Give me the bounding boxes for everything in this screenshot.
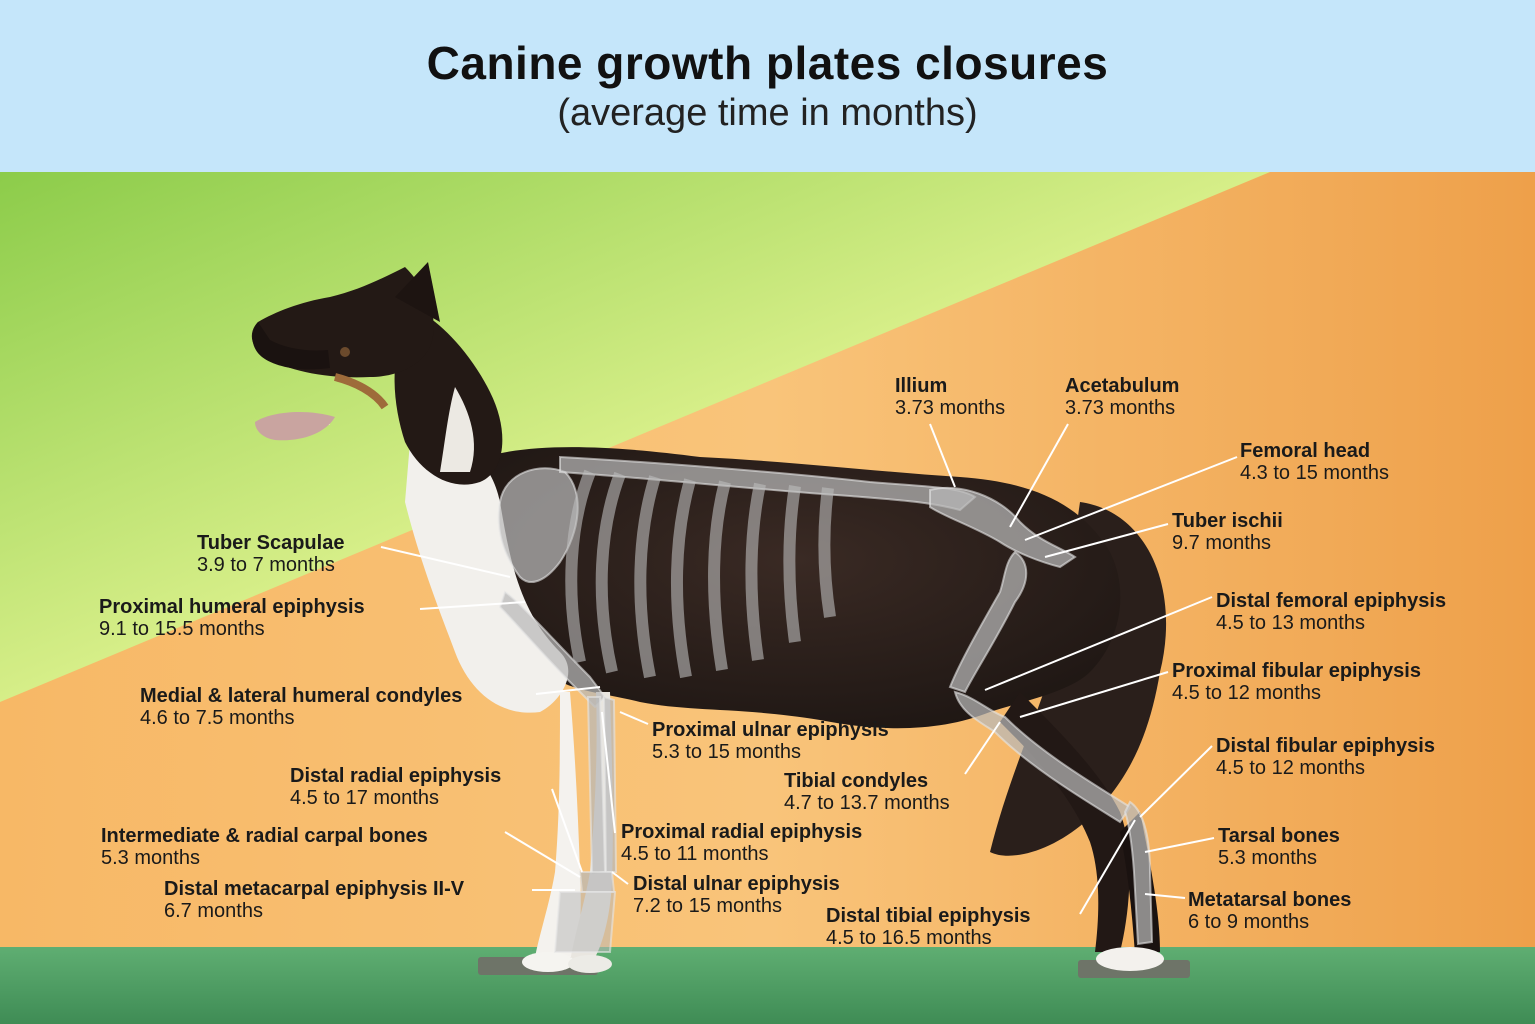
leader-proximal-ulnar-epiphysis (619, 711, 649, 725)
leader-distal-ulnar-epiphysis (611, 871, 629, 885)
leader-acetabulum (1009, 423, 1069, 528)
dog-skeleton-illustration (0, 172, 1535, 1024)
leader-tuber-ischii (1044, 523, 1169, 558)
header-banner: Canine growth plates closures (average t… (0, 0, 1535, 172)
leader-proximal-fibular-epiphysis (1019, 671, 1169, 718)
floor (0, 947, 1535, 1024)
page-subtitle: (average time in months) (557, 92, 978, 134)
leader-distal-radial-epiphysis (551, 788, 583, 873)
leader-proximal-humeral-epiphysis (419, 601, 526, 610)
leader-carpal-bones (504, 831, 581, 878)
leader-distal-femoral-epiphysis (984, 596, 1213, 691)
leader-tarsal-bones (1144, 837, 1215, 853)
leader-distal-fibular-epiphysis (1139, 745, 1213, 818)
leader-femoral-head (1024, 456, 1238, 541)
leader-tuber-scapulae (380, 546, 511, 578)
leader-distal-tibial-epiphysis (1079, 819, 1136, 915)
leader-humeral-condyles (535, 686, 601, 695)
leader-illium (929, 423, 956, 488)
leader-metatarsal-bones (1144, 893, 1186, 899)
page-title: Canine growth plates closures (426, 37, 1109, 89)
leader-tibial-condyles (964, 721, 1001, 775)
leader-proximal-radial-epiphysis (601, 711, 616, 834)
leader-lines (380, 423, 1238, 915)
